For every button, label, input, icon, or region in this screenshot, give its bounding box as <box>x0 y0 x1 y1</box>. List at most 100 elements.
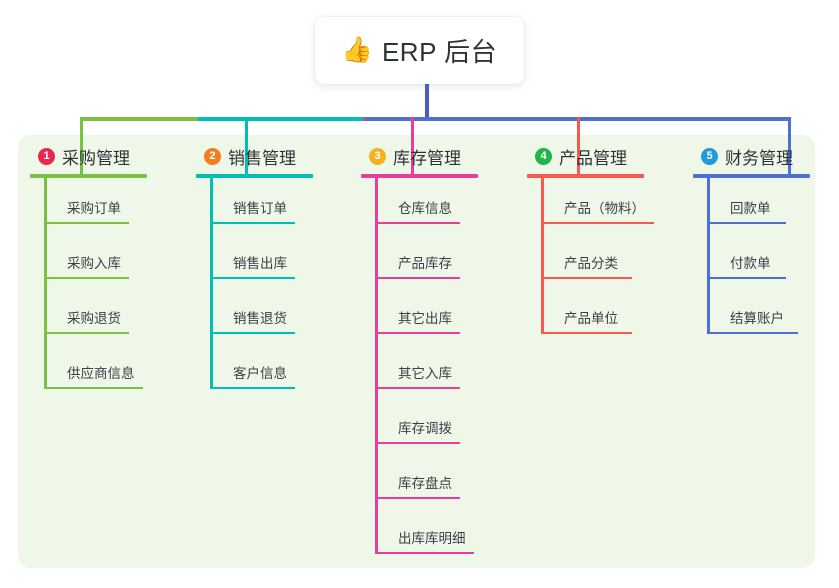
branch-item[interactable]: 回款单 <box>710 178 810 233</box>
branch-item-underline <box>213 222 295 224</box>
branch-item[interactable]: 付款单 <box>710 233 810 288</box>
branch-item[interactable]: 客户信息 <box>213 343 313 398</box>
branch-item[interactable]: 销售订单 <box>213 178 313 233</box>
branch-items: 采购订单采购入库采购退货供应商信息 <box>30 178 147 398</box>
branch-item-label: 回款单 <box>730 201 771 216</box>
branch-item-label: 产品库存 <box>398 256 452 271</box>
branch-item[interactable]: 库存盘点 <box>378 453 478 508</box>
drop-connector <box>788 117 791 175</box>
branch-spine <box>707 178 710 334</box>
branch-item[interactable]: 产品分类 <box>544 233 644 288</box>
branch-title: 库存管理 <box>393 148 461 168</box>
branch-item[interactable]: 仓库信息 <box>378 178 478 233</box>
drop-connector <box>245 117 248 175</box>
branch-item-underline <box>378 442 460 444</box>
branch-title: 产品管理 <box>559 148 627 168</box>
branch-spine <box>210 178 213 389</box>
branch-item[interactable]: 产品库存 <box>378 233 478 288</box>
branch-item-label: 付款单 <box>730 256 771 271</box>
drop-connector <box>411 117 414 175</box>
branch-title: 采购管理 <box>62 148 130 168</box>
branch-item-underline <box>544 277 632 279</box>
branch-item-underline <box>378 332 460 334</box>
drop-connector <box>80 117 83 175</box>
branch-item-label: 结算账户 <box>730 311 784 326</box>
branch-item-label: 销售订单 <box>233 201 287 216</box>
branch-spine <box>375 178 378 554</box>
branch-spine <box>541 178 544 334</box>
branch-items: 销售订单销售出库销售退货客户信息 <box>196 178 313 398</box>
branch-item[interactable]: 产品单位 <box>544 288 644 343</box>
thumbs-up-icon: 👍 <box>341 36 373 64</box>
branch-item-underline <box>213 277 295 279</box>
branch-item-label: 采购订单 <box>67 201 121 216</box>
branch-item[interactable]: 销售退货 <box>213 288 313 343</box>
root-title: ERP 后台 <box>381 37 498 67</box>
branch-item[interactable]: 库存调拨 <box>378 398 478 453</box>
branch-item-label: 库存调拨 <box>398 421 452 436</box>
branch-title: 财务管理 <box>725 148 793 168</box>
branch-item-underline <box>710 277 786 279</box>
branch-item-label: 客户信息 <box>233 366 287 381</box>
branch-header-1[interactable]: 1 采购管理 <box>30 143 147 169</box>
branch-item-label: 销售退货 <box>233 311 287 326</box>
root-node[interactable]: 👍 ERP 后台 <box>315 17 524 84</box>
branches-panel <box>18 135 815 568</box>
branch-item-label: 产品单位 <box>564 311 618 326</box>
branch-item[interactable]: 其它入库 <box>378 343 478 398</box>
branch-column-1: 1 采购管理采购订单采购入库采购退货供应商信息 <box>30 143 147 398</box>
bus-segment <box>198 117 363 121</box>
branch-underline <box>693 174 810 178</box>
branch-item-underline <box>47 332 129 334</box>
branch-item-label: 产品（物料） <box>564 201 645 216</box>
branch-item[interactable]: 采购退货 <box>47 288 147 343</box>
bus-segment <box>363 117 365 121</box>
branch-item-underline <box>378 497 460 499</box>
branch-item-label: 采购入库 <box>67 256 121 271</box>
branch-item-label: 其它入库 <box>398 366 452 381</box>
branch-items: 仓库信息产品库存其它出库其它入库库存调拨库存盘点出库库明细 <box>361 178 478 563</box>
branch-underline <box>361 174 478 178</box>
branch-item-label: 产品分类 <box>564 256 618 271</box>
branch-item[interactable]: 销售出库 <box>213 233 313 288</box>
branch-item-underline <box>47 277 129 279</box>
branch-item-underline <box>710 222 786 224</box>
branch-item[interactable]: 产品（物料） <box>544 178 654 233</box>
branch-number-badge: 1 <box>38 147 55 165</box>
branch-item-underline <box>544 222 654 224</box>
branch-underline <box>196 174 313 178</box>
branch-items: 产品（物料） 产品分类产品单位 <box>527 178 654 343</box>
branch-item[interactable]: 采购入库 <box>47 233 147 288</box>
branch-item-label: 出库库明细 <box>398 531 466 546</box>
branch-item[interactable]: 出库库明细 <box>378 508 478 563</box>
branch-item[interactable]: 其它出库 <box>378 288 478 343</box>
branch-item[interactable]: 结算账户 <box>710 288 810 343</box>
branch-item-underline <box>47 387 143 389</box>
branch-item-underline <box>213 332 295 334</box>
branch-number-badge: 2 <box>204 147 221 165</box>
root-stem-connector <box>425 84 429 119</box>
bus-segment <box>80 117 198 121</box>
branch-item-underline <box>378 387 460 389</box>
branch-item-underline <box>710 332 798 334</box>
branch-item[interactable]: 供应商信息 <box>47 343 147 398</box>
branch-item-underline <box>544 332 632 334</box>
branch-underline <box>30 174 147 178</box>
drop-connector <box>577 117 580 175</box>
branch-item[interactable]: 采购订单 <box>47 178 147 233</box>
branch-item-underline <box>378 552 474 554</box>
branch-item-label: 销售出库 <box>233 256 287 271</box>
branch-items: 回款单付款单结算账户 <box>693 178 810 343</box>
branch-item-label: 仓库信息 <box>398 201 452 216</box>
branch-underline <box>527 174 644 178</box>
branch-item-underline <box>378 277 460 279</box>
branch-item-label: 采购退货 <box>67 311 121 326</box>
